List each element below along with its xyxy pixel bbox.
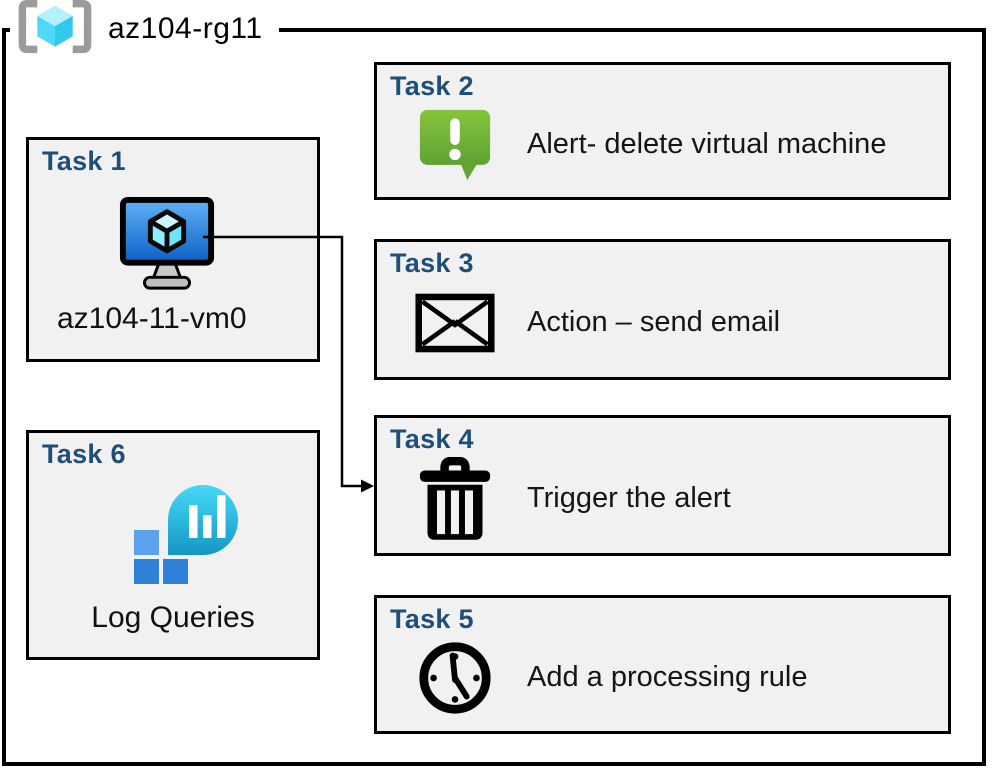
task-4-title: Task 4	[390, 424, 474, 454]
task-5-content: Add a processing rule	[413, 630, 938, 725]
task-2-content: Alert- delete virtual machine	[413, 97, 938, 191]
task-1-title: Task 1	[42, 146, 126, 176]
task-6-box: Task 6 Log Queries	[26, 430, 320, 660]
task-2-box: Task 2 Alert- delete virtual machine	[374, 62, 951, 200]
task-3-label: Action – send email	[527, 306, 781, 338]
task-3-content: Action – send email	[413, 274, 938, 371]
task-3-box: Task 3 Action – send email	[374, 239, 951, 380]
resource-group-legend: az104-rg11	[10, 0, 279, 60]
log-queries-label: Log Queries	[91, 601, 255, 634]
task-3-title: Task 3	[390, 248, 474, 278]
vm-name-label: az104-11-vm0	[57, 302, 247, 335]
log-analytics-icon	[134, 483, 249, 590]
task-1-box: Task 1 az104-11-vm0	[26, 137, 320, 362]
trash-delete-icon	[413, 456, 497, 541]
task-2-label: Alert- delete virtual machine	[527, 127, 887, 160]
task-5-box: Task 5 Add a processing rule	[374, 595, 951, 734]
clock-icon	[413, 639, 497, 717]
task-5-label: Add a processing rule	[527, 661, 808, 693]
task-6-title: Task 6	[42, 439, 126, 469]
task-4-content: Trigger the alert	[413, 450, 938, 547]
task-4-label: Trigger the alert	[527, 482, 731, 514]
email-envelope-icon	[413, 293, 497, 353]
task-2-title: Task 2	[390, 71, 474, 101]
resource-group-icon	[14, 0, 96, 60]
resource-group-name: az104-rg11	[108, 12, 263, 45]
task-4-box: Task 4 Trigger the alert	[374, 415, 951, 556]
task-5-title: Task 5	[390, 604, 474, 634]
virtual-machine-icon	[117, 196, 217, 299]
alert-message-icon	[413, 106, 497, 182]
